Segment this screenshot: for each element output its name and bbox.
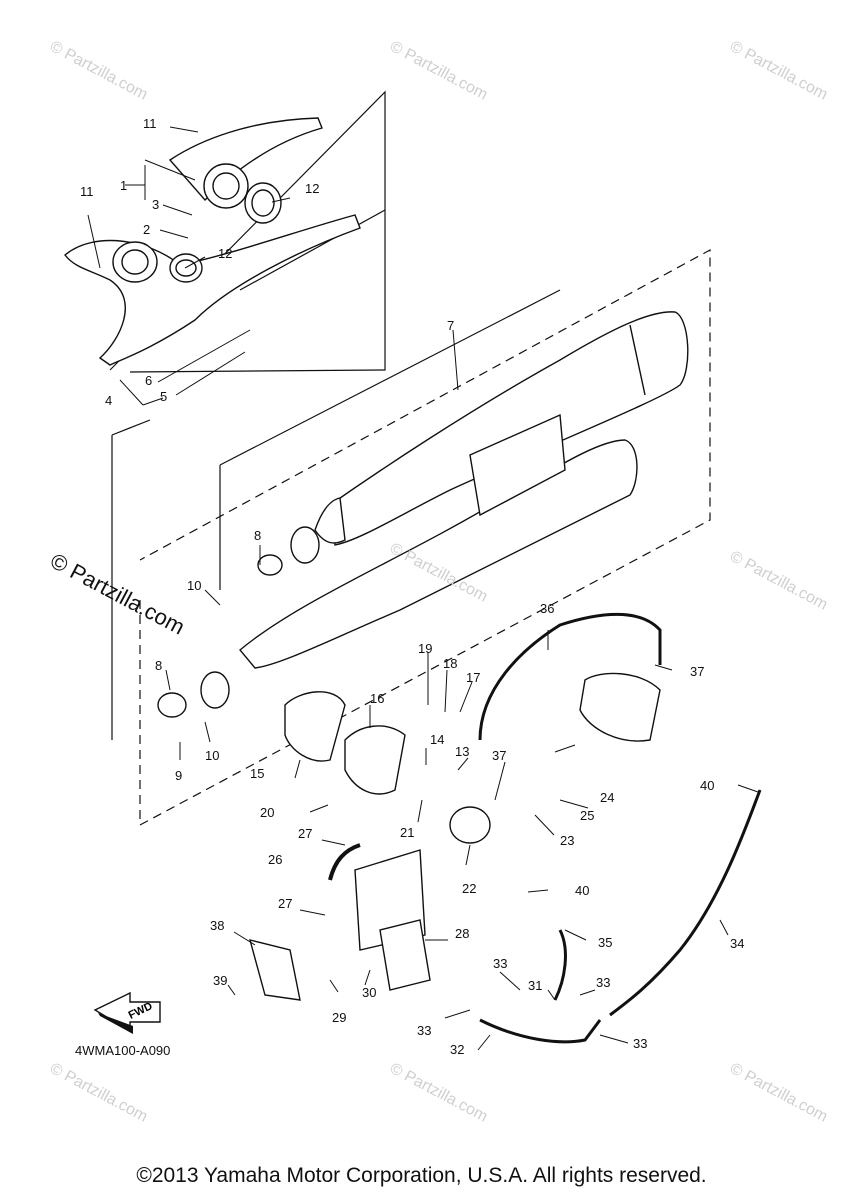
diagram-code: 4WMA100-A090 <box>75 1043 171 1058</box>
callout-34: 34 <box>730 936 744 951</box>
callout-8a: 8 <box>254 528 261 543</box>
callout-6: 6 <box>145 373 152 388</box>
callout-29: 29 <box>332 1010 346 1025</box>
callout-33d: 33 <box>633 1036 647 1051</box>
callout-33a: 33 <box>493 956 507 971</box>
callout-26: 26 <box>268 852 282 867</box>
bracket-38 <box>249 939 301 1001</box>
callout-10b: 10 <box>205 748 219 763</box>
callout-27a: 27 <box>298 826 312 841</box>
callout-3: 3 <box>152 197 159 212</box>
callout-32: 32 <box>450 1042 464 1057</box>
callout-23: 23 <box>560 833 574 848</box>
callout-20: 20 <box>260 805 274 820</box>
fwd-label-box: FWD <box>92 996 162 1034</box>
callout-25: 25 <box>580 808 594 823</box>
callout-38: 38 <box>210 918 224 933</box>
callout-22: 22 <box>462 881 476 896</box>
fwd-label: FWD <box>126 1000 155 1022</box>
callout-27b: 27 <box>278 896 292 911</box>
callout-39: 39 <box>213 973 227 988</box>
hose-35 <box>553 929 567 1001</box>
callout-14: 14 <box>430 732 444 747</box>
hose-36 <box>478 612 662 741</box>
callout-8b: 8 <box>155 658 162 673</box>
callout-35: 35 <box>598 935 612 950</box>
copyright-notice: ©2013 Yamaha Motor Corporation, U.S.A. A… <box>136 1164 707 1187</box>
callout-9: 9 <box>175 768 182 783</box>
callout-11a: 11 <box>143 116 157 131</box>
callout-15: 15 <box>250 766 264 781</box>
hose-32 <box>479 1018 602 1044</box>
callout-40b: 40 <box>575 883 589 898</box>
callout-33b: 33 <box>596 975 610 990</box>
callout-10a: 10 <box>187 578 201 593</box>
callout-16: 16 <box>370 691 384 706</box>
callout-33c: 33 <box>417 1023 431 1038</box>
callout-1: 1 <box>120 178 127 193</box>
callout-13: 13 <box>455 744 469 759</box>
muffler-lower <box>239 439 638 669</box>
callout-31: 31 <box>528 978 542 993</box>
callout-18: 18 <box>443 656 457 671</box>
callout-4: 4 <box>105 393 112 408</box>
intake-manifold <box>579 672 661 742</box>
callout-37a: 37 <box>492 748 506 763</box>
callout-11b: 11 <box>80 184 94 199</box>
callout-21: 21 <box>400 825 414 840</box>
reed-valve-housing <box>284 691 346 762</box>
hose-26 <box>328 843 361 881</box>
hose-34 <box>609 789 762 1017</box>
callout-30: 30 <box>362 985 376 1000</box>
callout-28: 28 <box>455 926 469 941</box>
callout-17: 17 <box>466 670 480 685</box>
muffler-upper <box>329 311 689 546</box>
callout-7: 7 <box>447 318 454 333</box>
callout-24: 24 <box>600 790 614 805</box>
callout-5: 5 <box>160 389 167 404</box>
callout-12b: 12 <box>218 246 232 261</box>
fwd-arrow-icon <box>93 991 161 1034</box>
callout-12a: 12 <box>305 181 319 196</box>
callout-19: 19 <box>418 641 432 656</box>
callout-40a: 40 <box>700 778 714 793</box>
callout-2: 2 <box>143 222 150 237</box>
callout-36: 36 <box>540 601 554 616</box>
callout-37b: 37 <box>690 664 704 679</box>
exhaust-pipe-rear <box>64 214 361 366</box>
